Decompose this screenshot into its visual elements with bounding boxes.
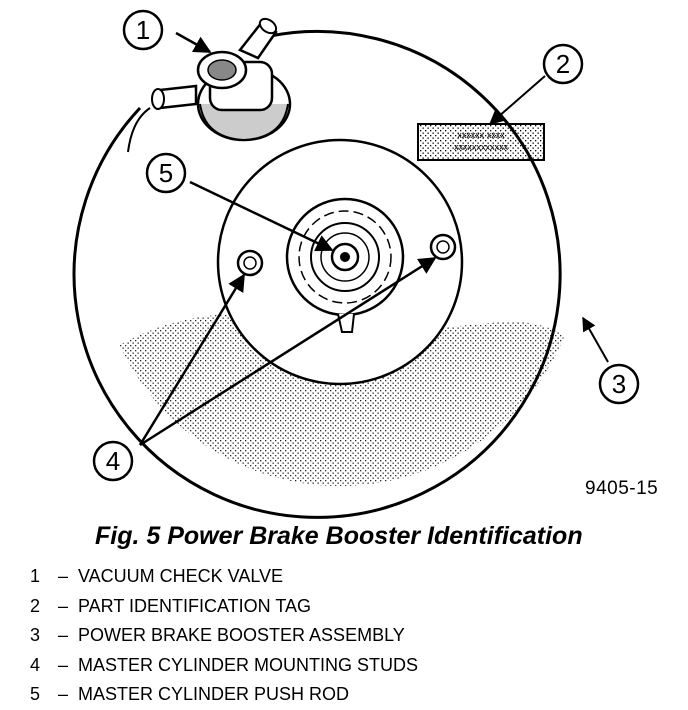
legend-item-number: 3: [30, 625, 41, 645]
callout-1-number: 1: [136, 15, 150, 45]
booster-diagram: xxxxxx xxxx xxxxxxxxxxxx 1 2 3 4 5: [72, 9, 640, 519]
callout-3: 3: [582, 316, 640, 405]
callout-5-number: 5: [159, 158, 173, 188]
tag-line-2: xxxxxxxxxxxx: [454, 142, 509, 152]
legend-item-label: MASTER CYLINDER PUSH ROD: [78, 684, 350, 704]
callout-4: 4: [92, 256, 437, 482]
callout-2: 2: [488, 43, 584, 125]
push-rod: [330, 242, 360, 272]
mounting-stud-right: [429, 233, 457, 261]
mounting-stud-left: [236, 249, 264, 277]
legend-separator: –: [57, 625, 68, 645]
legend-separator: –: [57, 566, 68, 586]
legend-item-number: 1: [30, 566, 41, 586]
legend-item-label: PART IDENTIFICATION TAG: [78, 595, 312, 616]
legend-item-number: 5: [30, 684, 41, 704]
tag-line-1: xxxxxx xxxx: [457, 130, 505, 140]
legend-item-label: VACUUM CHECK VALVE: [78, 566, 284, 586]
legend-item: 2–PART IDENTIFICATION TAG: [30, 592, 418, 622]
callout-3-number: 3: [612, 369, 626, 399]
callout-1: 1: [122, 9, 212, 54]
vacuum-check-valve: [127, 17, 292, 153]
legend-item: 5–MASTER CYLINDER PUSH ROD: [30, 680, 418, 710]
legend-item-number: 2: [30, 595, 41, 616]
legend-item: 1–VACUUM CHECK VALVE: [30, 562, 418, 592]
legend-item-number: 4: [30, 654, 41, 675]
figure-code: 9405-15: [585, 478, 659, 499]
part-identification-tag: xxxxxx xxxx xxxxxxxxxxxx: [417, 123, 545, 161]
legend-separator: –: [57, 595, 68, 616]
legend-separator: –: [57, 654, 68, 675]
callout-2-number: 2: [556, 49, 570, 79]
figure-caption: Fig. 5 Power Brake Booster Identificatio…: [95, 522, 583, 550]
legend-item: 3–POWER BRAKE BOOSTER ASSEMBLY: [30, 621, 418, 651]
legend-item-label: POWER BRAKE BOOSTER ASSEMBLY: [78, 625, 405, 645]
parts-legend: 1–VACUUM CHECK VALVE 2–PART IDENTIFICATI…: [30, 562, 418, 710]
legend-item: 4–MASTER CYLINDER MOUNTING STUDS: [30, 651, 418, 681]
legend-item-label: MASTER CYLINDER MOUNTING STUDS: [78, 654, 419, 675]
legend-separator: –: [57, 684, 68, 704]
callout-5: 5: [145, 152, 334, 252]
callout-4-number: 4: [106, 446, 120, 476]
